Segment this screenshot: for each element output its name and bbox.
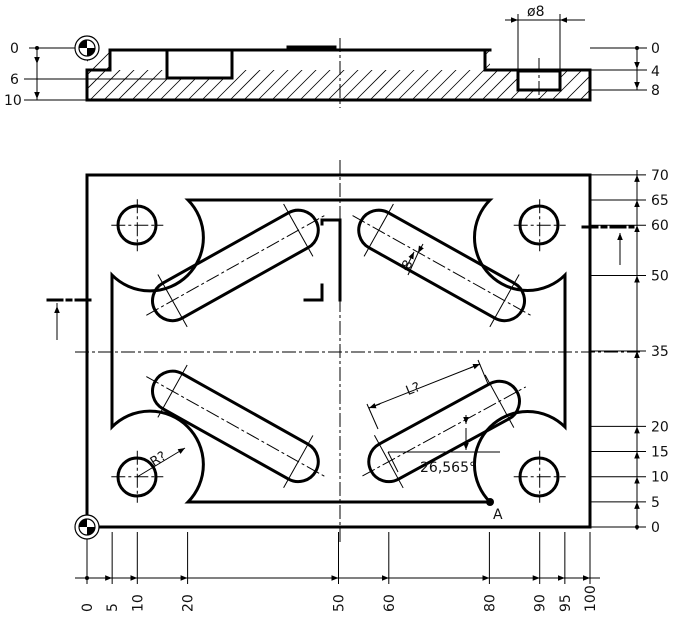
- y-dim-label: 20: [651, 419, 669, 435]
- section-right-label-4: 4: [651, 64, 660, 80]
- section-left-label-10: 10: [4, 93, 22, 109]
- x-dim-label: 20: [181, 594, 197, 612]
- angle-label: 26,565°: [420, 460, 476, 476]
- y-dim-label: 0: [651, 520, 660, 536]
- x-dim-label: 0: [80, 603, 96, 612]
- section-mark-right: [581, 225, 635, 265]
- y-dim-label: 65: [651, 193, 669, 209]
- section-pocket: [165, 48, 234, 80]
- section-mark-left: [46, 298, 95, 340]
- angle-dimension: [387, 415, 500, 473]
- y-dim-label: 60: [651, 218, 669, 234]
- section-view: [24, 14, 647, 108]
- plan-view: [46, 160, 646, 584]
- x-dim-label: 80: [482, 594, 498, 612]
- point-a-marker: [486, 498, 494, 506]
- x-dim-label: 60: [382, 594, 398, 612]
- x-dim-label: 90: [533, 594, 549, 612]
- x-dim-label: 100: [583, 585, 599, 612]
- y-dim-label: 70: [651, 168, 669, 184]
- origin-symbol-top: [74, 35, 100, 61]
- x-dim-label: 95: [558, 594, 574, 612]
- x-dimensions: [75, 532, 600, 584]
- x-dim-label: 50: [332, 594, 348, 612]
- x-dim-label: 5: [105, 603, 121, 612]
- section-right-label-0: 0: [651, 41, 660, 57]
- section-right-label-8: 8: [651, 83, 660, 99]
- slot-width-dimension: [404, 243, 424, 276]
- y-dim-label: 50: [651, 269, 669, 285]
- x-dim-label: 10: [130, 594, 146, 612]
- radius-leader: [136, 447, 186, 478]
- slot-length-label: L?: [404, 380, 423, 399]
- y-dim-label: 35: [651, 344, 669, 360]
- slot-length-dimension: [366, 359, 489, 430]
- slot-width-label: 8: [399, 258, 416, 272]
- y-dim-label: 10: [651, 470, 669, 486]
- y-dimensions: [590, 170, 646, 530]
- hole-diameter-label: ø8: [527, 4, 544, 20]
- section-left-label-6: 6: [10, 72, 19, 88]
- y-dim-label: 15: [651, 445, 669, 461]
- y-dim-label: 5: [651, 495, 660, 511]
- section-left-label-0: 0: [10, 41, 19, 57]
- point-a-label: A: [493, 507, 503, 523]
- radius-label: R?: [148, 449, 169, 470]
- origin-symbol-bottom: [74, 514, 100, 540]
